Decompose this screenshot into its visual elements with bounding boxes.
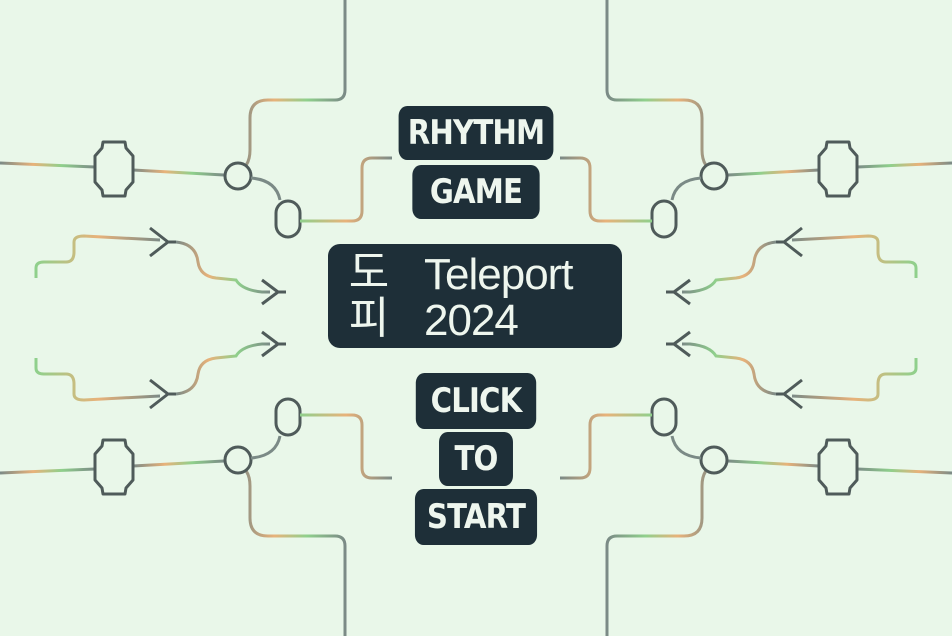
- start-click-pill[interactable]: CLICK: [415, 373, 537, 429]
- logo-title-text: Teleport: [424, 250, 574, 299]
- start-start-pill[interactable]: START: [414, 489, 538, 545]
- title-game-pill: GAME: [412, 165, 540, 219]
- logo-panel: 도 피 Teleport 2024: [328, 244, 622, 348]
- logo-year-text: 2024: [424, 296, 519, 345]
- logo-korean-text: 도 피: [348, 247, 390, 344]
- title-rhythm-pill: RHYTHM: [398, 106, 554, 160]
- start-to-pill[interactable]: TO: [439, 432, 513, 486]
